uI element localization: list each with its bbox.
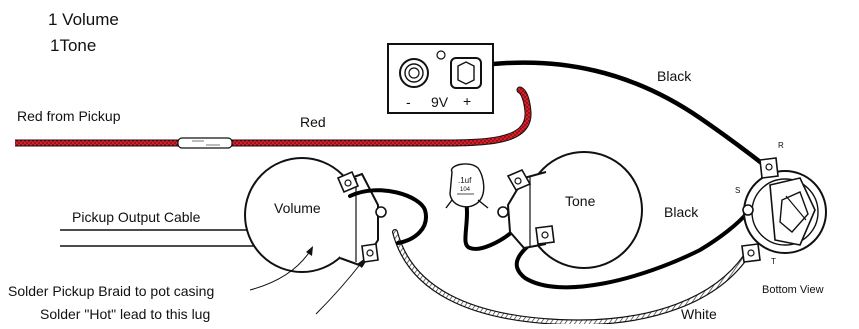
battery-connector	[387, 43, 494, 114]
capacitor-value-label: .1uf	[458, 176, 472, 185]
volume-lug-bottom	[361, 243, 379, 263]
battery-plus-label: +	[463, 93, 472, 109]
battery-minus-label: -	[406, 94, 411, 110]
white-wire	[392, 229, 753, 326]
volume-lug-top	[336, 170, 360, 194]
battery-voltage-label: 9V	[431, 94, 449, 110]
red-wire	[15, 86, 532, 147]
jack-lug-t	[741, 243, 761, 263]
splice-sleeve	[177, 137, 233, 149]
black-wire-top-label: Black	[657, 68, 692, 84]
cap-lead-right	[463, 196, 514, 251]
volume-pot-label: Volume	[274, 200, 321, 216]
black-wire-top	[490, 60, 771, 171]
tone-pot	[497, 151, 643, 269]
solder-hot-leader	[315, 259, 364, 315]
jack-lug-t-label: T	[771, 257, 776, 266]
jack-lug-r-label: R	[778, 141, 784, 150]
jack-lug-r	[759, 157, 779, 179]
jack-lug-s	[742, 204, 754, 216]
volume-pot	[244, 157, 387, 273]
tone-lug-top	[506, 168, 532, 192]
solder-braid-leader	[249, 246, 313, 291]
jack-bottom-view-label: Bottom View	[762, 284, 824, 296]
black-wire-tone-jack	[514, 210, 750, 290]
output-jack	[741, 157, 827, 263]
capacitor-code-label: 104	[460, 187, 471, 193]
solder-hot-label: Solder "Hot" lead to this lug	[40, 306, 211, 322]
header-tone-count: 1Tone	[50, 36, 97, 55]
solder-braid-label: Solder Pickup Braid to pot casing	[8, 283, 215, 299]
red-from-pickup-label: Red from Pickup	[17, 108, 121, 124]
header-volume-count: 1 Volume	[48, 10, 119, 29]
pickup-output-cable-label: Pickup Output Cable	[72, 209, 201, 225]
black-wire-volume-cap	[348, 188, 428, 245]
jack-lug-s-label: S	[735, 186, 741, 195]
tone-lug-bottom	[535, 225, 555, 245]
capacitor	[445, 163, 489, 209]
black-wire-mid-label: Black	[664, 204, 699, 220]
tone-pot-label: Tone	[565, 193, 596, 209]
red-wire-label: Red	[300, 114, 326, 130]
white-wire-label: White	[681, 306, 717, 322]
